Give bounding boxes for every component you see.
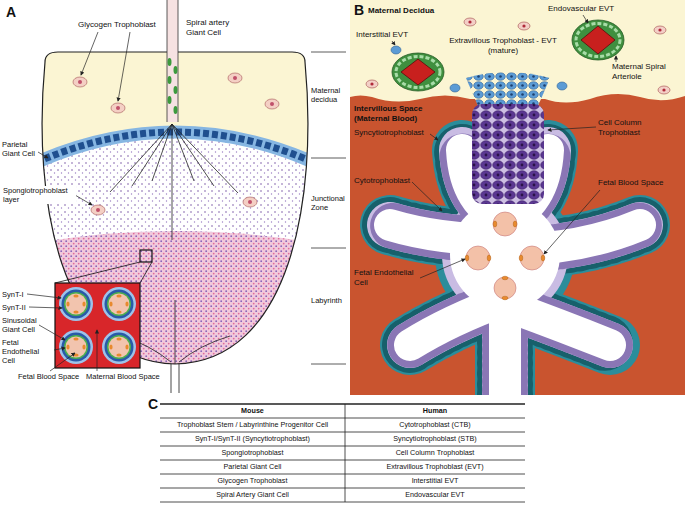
- table-cell: Glycogen Trophoblast: [160, 474, 345, 488]
- mouse-placenta: [0, 0, 350, 400]
- table-cell: Interstitial EVT: [345, 474, 525, 488]
- table-cell: Parietal Giant Cell: [160, 460, 345, 474]
- structure-label: Cytotrophoblast: [354, 176, 410, 186]
- structure-label: Parietal Giant Cell: [2, 140, 40, 158]
- structure-label: Fetal Endothelial Cell: [354, 268, 420, 287]
- structure-label: Syncytiotrophoblast: [354, 128, 424, 138]
- table-cell: Extravillous Trophoblast (EVT): [345, 460, 525, 474]
- structure-label: Spiral artery Giant Cell: [186, 18, 246, 37]
- structure-label: Glycogen Trophoblast: [78, 20, 156, 30]
- region-label: Maternal Decidua: [368, 6, 434, 16]
- table-cell: Cell Column Trophoblast: [345, 446, 525, 460]
- structure-label: Cell Column Trophoblast: [598, 118, 648, 137]
- table-header: Human: [345, 404, 525, 418]
- inset-label: SynT-I: [2, 290, 24, 299]
- zone-label: Junctional Zone: [311, 194, 347, 212]
- structure-label: Fetal Blood Space: [598, 178, 663, 188]
- structure-label: Interstitial EVT: [356, 30, 408, 40]
- zone-label: Maternal decidua: [311, 86, 347, 104]
- structure-label: Extravillous Trophoblast - EVT (mature): [447, 36, 559, 55]
- inset-label: Fetal Endothelial Cell: [2, 338, 54, 365]
- panel-letter: A: [6, 4, 16, 21]
- table-cell: Spiral Artery Giant Cell: [160, 488, 345, 502]
- comparison-table: [160, 404, 525, 502]
- structure-label: Maternal Spiral Arteriole: [612, 62, 672, 81]
- panel-letter: B: [354, 2, 364, 19]
- table-cell: Cytotrophoblast (CTB): [345, 418, 525, 432]
- table-cell: Endovascular EVT: [345, 488, 525, 502]
- inset-label: Maternal Blood Space: [86, 372, 160, 381]
- human-villus: [350, 0, 685, 395]
- table-cell: SynT-I/SynT-II (Syncytiotrophoblast): [160, 432, 345, 446]
- region-label: Intervillous Space (Maternal Blood): [354, 104, 434, 123]
- inset-label: Sinusoidal Giant Cell: [2, 316, 52, 334]
- panel-letter: C: [148, 396, 158, 413]
- inset-label: SynT-II: [2, 303, 26, 312]
- zone-label: Labyrinth: [311, 296, 347, 305]
- table-header: Mouse: [160, 404, 345, 418]
- structure-label: Spongiotrophoblast layer: [2, 186, 76, 204]
- table-cell: Spongiotrophoblast: [160, 446, 345, 460]
- leader-lines: [27, 15, 616, 371]
- labyrinth-inset: [55, 283, 140, 368]
- inset-label: Fetal Blood Space: [18, 372, 79, 381]
- table-cell: Trophoblast Stem / Labyrinthine Progenit…: [160, 418, 345, 432]
- structure-label: Endovascular EVT: [548, 4, 614, 14]
- table-cell: Syncytiotrophoblast (STB): [345, 432, 525, 446]
